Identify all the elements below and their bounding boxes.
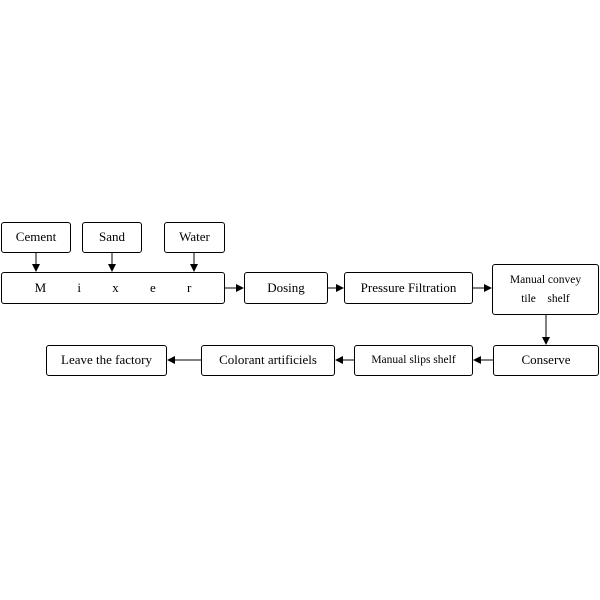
- water-box: Water: [164, 222, 225, 253]
- mixer-label: M i x e r: [34, 279, 206, 295]
- mixer-box: M i x e r: [1, 272, 225, 304]
- sand-label: Sand: [99, 229, 125, 245]
- manual-convey-box: Manual convey tile shelf: [492, 264, 599, 315]
- dosing-label: Dosing: [267, 279, 305, 295]
- manual-convey-label-line1: Manual convey: [509, 274, 582, 287]
- manual-slips-shelf-label: Manual slips shelf: [371, 354, 456, 367]
- dosing-box: Dosing: [244, 272, 328, 304]
- leave-factory-box: Leave the factory: [46, 345, 167, 376]
- cement-label: Cement: [15, 229, 57, 245]
- manual-convey-label-line2: tile shelf: [521, 292, 570, 305]
- water-label: Water: [179, 229, 210, 245]
- colorant-box: Colorant artificiels: [201, 345, 335, 376]
- cement-box: Cement: [1, 222, 71, 253]
- pressure-filtration-label: Pressure Filtration: [360, 279, 457, 295]
- colorant-label: Colorant artificiels: [219, 352, 317, 368]
- conserve-label: Conserve: [521, 352, 571, 368]
- conserve-box: Conserve: [493, 345, 599, 376]
- pressure-filtration-box: Pressure Filtration: [344, 272, 473, 304]
- manual-slips-shelf-box: Manual slips shelf: [354, 345, 473, 376]
- sand-box: Sand: [82, 222, 142, 253]
- leave-factory-label: Leave the factory: [61, 352, 152, 368]
